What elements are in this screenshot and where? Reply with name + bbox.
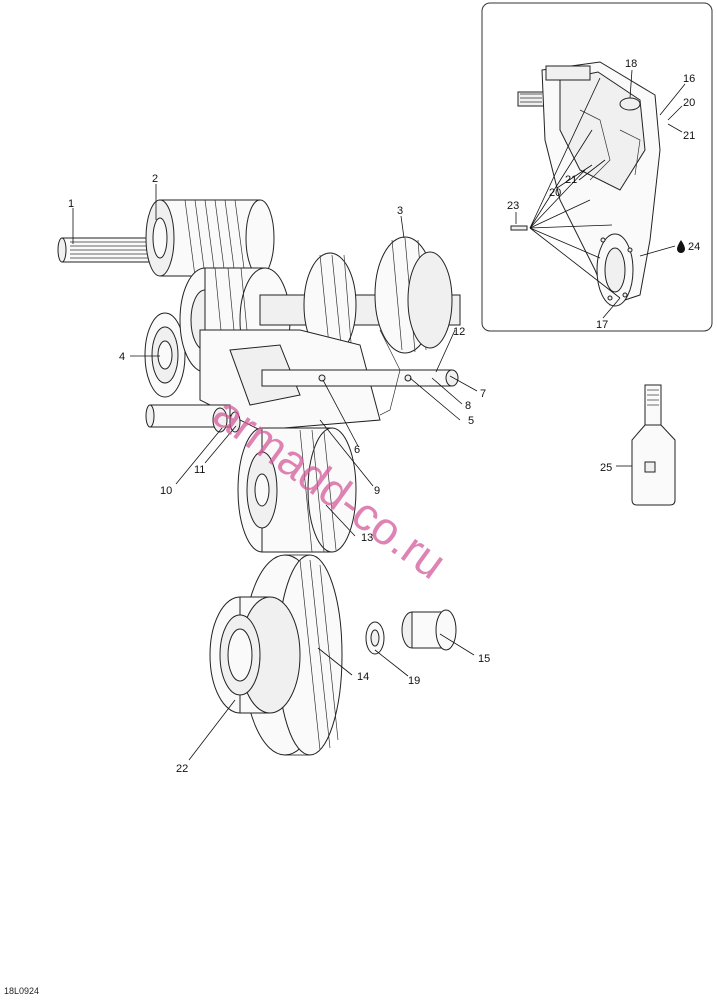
callout-4: 4 (119, 351, 125, 363)
inset-panel (481, 2, 713, 332)
gear-2 (145, 199, 275, 277)
callout-23: 23 (507, 200, 519, 212)
bushing-15 (401, 609, 457, 651)
callout-9: 9 (374, 485, 380, 497)
callout-labels: 1 2 3 4 5 6 7 8 9 10 11 12 13 14 15 19 2… (68, 58, 700, 775)
callout-24: 24 (688, 241, 700, 253)
callout-11: 11 (194, 464, 205, 476)
leader-lines (72, 184, 632, 761)
main-assembly (57, 199, 461, 756)
callout-8: 8 (465, 400, 471, 412)
callout-21-right: 21 (683, 130, 695, 142)
output-shaft (145, 404, 241, 433)
callout-15: 15 (478, 653, 490, 665)
input-shaft (57, 237, 158, 263)
callout-12: 12 (453, 326, 465, 338)
callout-20-left: 20 (549, 187, 561, 199)
callout-21-left: 21 (565, 174, 577, 186)
gearbox-housing (517, 61, 661, 307)
diagram-code: 18L0924 (4, 986, 40, 996)
callout-22: 22 (176, 763, 188, 775)
callout-14: 14 (357, 671, 369, 683)
bolt-icon (510, 225, 528, 231)
callout-17: 17 (596, 319, 608, 331)
callout-18: 18 (625, 58, 637, 70)
oil-bottle (631, 384, 676, 506)
bearing-4 (144, 312, 186, 398)
gear-13 (237, 427, 357, 553)
oil-drop-icon (677, 240, 685, 253)
callout-25: 25 (600, 462, 612, 474)
callout-20-top: 20 (683, 97, 695, 109)
callout-13: 13 (361, 532, 373, 544)
callout-16: 16 (683, 73, 695, 85)
callout-1: 1 (68, 198, 74, 210)
hub-22 (209, 596, 301, 714)
callout-7: 7 (480, 388, 486, 400)
callout-5: 5 (468, 415, 474, 427)
callout-10: 10 (160, 485, 172, 497)
callout-2: 2 (152, 173, 158, 185)
callout-19: 19 (408, 675, 420, 687)
callout-3: 3 (397, 205, 403, 217)
shift-rod (261, 329, 459, 416)
callout-6: 6 (354, 444, 360, 456)
washer-19 (365, 621, 385, 655)
